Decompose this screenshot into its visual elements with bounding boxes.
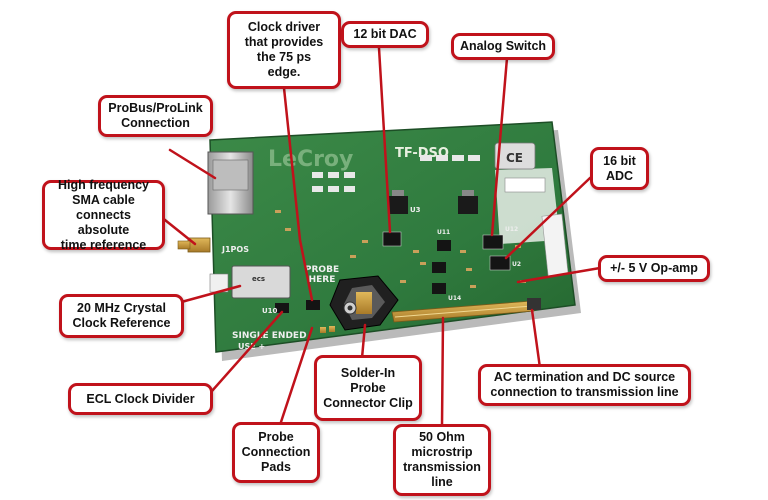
u3-label: U3	[410, 206, 421, 214]
regulator-right	[458, 196, 478, 214]
u14-label: U14	[448, 295, 461, 302]
adc-chip	[489, 255, 511, 271]
probe-pad	[329, 326, 335, 332]
callout-microstrip-line: 50 Ohm microstrip transmission line	[393, 424, 491, 496]
chip-u11	[437, 240, 451, 251]
callout-crystal-reference: 20 MHz Crystal Clock Reference	[59, 294, 184, 338]
ce-mark: CE	[506, 151, 523, 165]
crystal-brand: ecs	[252, 275, 265, 283]
callout-sma-cable: High frequency SMA cable connects absolu…	[42, 178, 165, 252]
u11-label: U11	[437, 229, 450, 236]
resistor-row	[312, 155, 480, 192]
pointer-lines	[150, 46, 602, 428]
probe-here-line: HERE	[309, 275, 336, 285]
callout-ac-termination: AC termination and DC source connection …	[478, 364, 691, 406]
crystal-oscillator	[231, 265, 291, 299]
callout-clock-driver: Clock driver that provides the 75 ps edg…	[227, 11, 341, 89]
analog-switch-chip	[482, 234, 504, 250]
ecl-divider-chip	[275, 303, 289, 313]
probe-connector-clip	[329, 275, 399, 331]
clock-driver-chip	[306, 300, 320, 310]
ce-badge	[494, 142, 536, 170]
callout-16-bit-adc: 16 bit ADC	[590, 147, 649, 190]
regulator-left	[388, 196, 408, 214]
dac-chip	[382, 231, 402, 247]
probus-connector-face	[212, 159, 249, 191]
probe-here-line: PROBE	[305, 265, 339, 275]
callout-op-amp: +/- 5 V Op-amp	[598, 255, 710, 282]
probe-pad	[320, 327, 326, 333]
u2-label: U2	[512, 261, 521, 268]
chip-a	[432, 262, 446, 273]
ac-termination	[527, 298, 541, 310]
callout-analog-switch: Analog Switch	[451, 33, 555, 60]
single-ended-label: SINGLE ENDED	[232, 331, 307, 341]
callout-solder-in-clip: Solder-In Probe Connector Clip	[314, 355, 422, 421]
brand-logo: LeCroy	[268, 147, 353, 172]
j1pos-label: J1POS	[221, 245, 249, 254]
sticker	[504, 177, 546, 193]
callout-12-bit-dac: 12 bit DAC	[341, 21, 429, 48]
op-amp-chip	[432, 283, 446, 294]
u10-label: U10	[262, 307, 278, 315]
callout-ecl-clock-divider: ECL Clock Divider	[68, 383, 213, 415]
model-label: TF-DSQ	[395, 146, 449, 161]
callout-probus-connection: ProBus/ProLink Connection	[98, 95, 213, 137]
callout-probe-pads: Probe Connection Pads	[232, 422, 320, 483]
u12-label: U12	[505, 226, 518, 233]
